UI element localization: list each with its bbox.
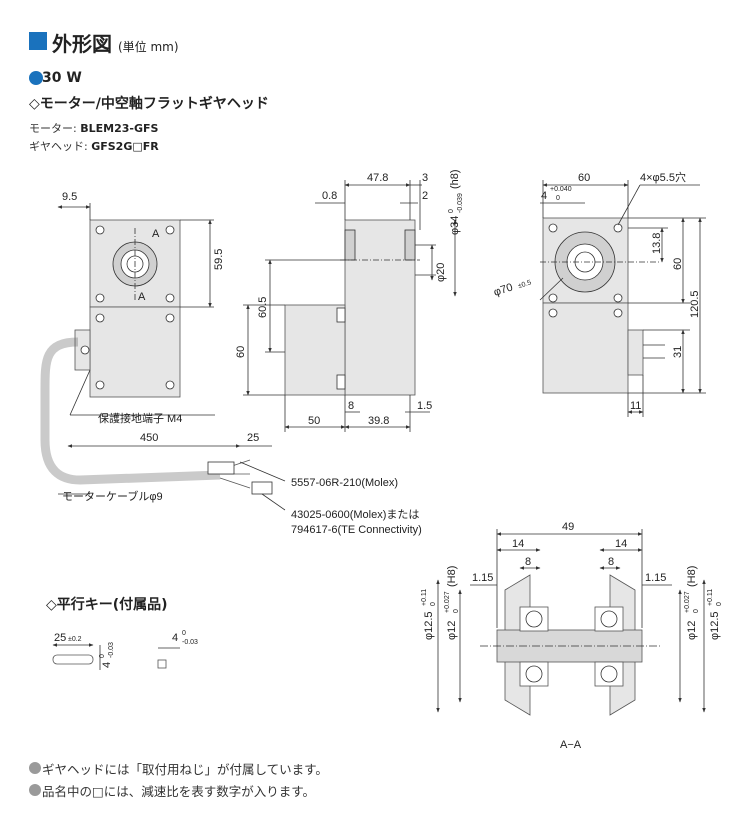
dim-phi34-tol-up: 0 <box>448 209 455 213</box>
note-1: ギヤヘッドには「取付用ねじ」が付属しています。 <box>42 762 328 777</box>
dim-phi12-right: φ12 <box>686 621 698 640</box>
dim-39-8: 39.8 <box>368 415 389 427</box>
svg-text:0: 0 <box>716 602 723 606</box>
gearhead-side <box>344 219 416 396</box>
bullet-dot-icon <box>29 71 43 85</box>
section-marker-top: A <box>152 228 160 240</box>
svg-text:+0.11: +0.11 <box>707 589 714 606</box>
dim-phi20: φ20 <box>435 263 447 282</box>
dim-phi12-left: φ12 <box>446 621 458 640</box>
dim-3: 3 <box>422 172 428 184</box>
svg-text:(H8): (H8) <box>446 566 458 587</box>
key-end-view <box>157 659 167 669</box>
dim-8-side: 8 <box>348 400 354 412</box>
key-height: 4 <box>101 662 113 668</box>
svg-text:+0.027: +0.027 <box>684 591 691 613</box>
svg-text:(H8): (H8) <box>686 566 698 587</box>
unit-label: (単位 mm) <box>118 40 179 54</box>
section-a-a <box>436 529 706 716</box>
ground-terminal-icon <box>80 345 90 355</box>
motor-side <box>284 304 346 396</box>
svg-text:-0.03: -0.03 <box>108 642 115 658</box>
svg-text:0: 0 <box>430 602 437 606</box>
parallel-key-drawing <box>52 643 180 670</box>
dim-phi34-tol-low: -0.039 <box>457 193 464 213</box>
ground-terminal-label: 保護接地端子 M4 <box>98 411 182 425</box>
motor-model: BLEM23-GFS <box>80 122 159 135</box>
key-long-view <box>52 654 94 665</box>
dim-59-5: 59.5 <box>213 249 225 270</box>
page-title: 外形図(単位 mm) <box>52 32 179 56</box>
connector-label-2b: 794617-6(TE Connectivity) <box>291 524 422 536</box>
parallel-key-title: ◇平行キー(付属品) <box>46 597 168 613</box>
svg-text:0: 0 <box>99 654 106 658</box>
motor-cable-label: モーターケーブルφ9 <box>62 489 163 503</box>
dim-2: 2 <box>422 190 428 202</box>
dim-phi12-5-right: φ12.5 <box>709 611 721 640</box>
dim-4-tol-up: +0.040 <box>550 186 572 193</box>
section-label: A−A <box>560 739 582 751</box>
note-bullet-icon <box>29 784 41 796</box>
svg-text:+0.11: +0.11 <box>421 589 428 606</box>
dim-13-8: 13.8 <box>651 233 663 254</box>
gearhead-spec: ギヤヘッド: GFS2G□FR <box>29 140 159 153</box>
title-marker-icon <box>29 32 47 50</box>
dim-25: 25 <box>247 432 259 444</box>
connector-label-1: 5557-06R-210(Molex) <box>291 477 398 489</box>
front-view <box>40 203 286 511</box>
side-view <box>243 180 457 432</box>
dim-phi70: φ70 <box>492 281 514 298</box>
dim-0-8: 0.8 <box>322 190 337 202</box>
dim-8-right: 8 <box>608 556 614 568</box>
dim-9-5: 9.5 <box>62 191 77 203</box>
dim-phi70-tol: ±0.5 <box>517 279 532 290</box>
key-width: 4 <box>172 632 178 644</box>
mount-holes-label: 4×φ5.5穴 <box>640 170 686 184</box>
section-marker-bottom: A <box>138 291 146 303</box>
dim-14-left: 14 <box>512 538 524 550</box>
dim-phi34-fit: (h8) <box>449 169 461 189</box>
key-length-tol: ±0.2 <box>68 636 82 643</box>
motor-rear <box>542 302 629 394</box>
svg-text:+0.027: +0.027 <box>444 591 451 613</box>
note-2: 品名中の□には、減速比を表す数字が入ります。 <box>42 784 316 799</box>
dim-60-rear: 60 <box>672 258 684 270</box>
dim-14-right: 14 <box>615 538 627 550</box>
dim-1-15-right: 1.15 <box>645 572 666 584</box>
dim-60-side: 60 <box>235 346 247 358</box>
dim-47-8: 47.8 <box>367 172 388 184</box>
dim-120-5: 120.5 <box>689 290 701 318</box>
connector-label-2a: 43025-0600(Molex)または <box>291 508 419 521</box>
rear-view <box>539 180 706 417</box>
svg-text:0: 0 <box>453 609 460 613</box>
dim-50: 50 <box>308 415 320 427</box>
svg-text:0: 0 <box>693 609 700 613</box>
dim-4: 4 <box>541 190 547 202</box>
key-width-tol-low: -0.03 <box>182 639 198 646</box>
dim-49: 49 <box>562 521 574 533</box>
dim-4-tol-low: 0 <box>556 195 560 202</box>
motor-cable <box>40 337 221 485</box>
dim-phi34: φ34 <box>449 216 461 235</box>
dim-11: 11 <box>630 400 641 412</box>
key-length: 25 <box>54 632 66 644</box>
dim-60-5: 60.5 <box>257 297 269 318</box>
dim-phi12-5-left: φ12.5 <box>423 611 435 640</box>
model-subtitle: ◇モーター/中空軸フラットギヤヘッド <box>29 96 269 112</box>
note-bullet-icon <box>29 762 41 774</box>
dim-1-15-left: 1.15 <box>472 572 493 584</box>
key-width-tol-up: 0 <box>182 630 186 637</box>
dim-8-left: 8 <box>525 556 531 568</box>
motor-front <box>89 306 181 398</box>
dim-1-5: 1.5 <box>417 400 432 412</box>
power-rating: 30 W <box>42 70 82 86</box>
dim-60-top: 60 <box>578 172 590 184</box>
gearhead-model: GFS2G□FR <box>91 140 159 153</box>
dim-31: 31 <box>672 346 684 358</box>
motor-spec: モーター: BLEM23-GFS <box>29 122 159 135</box>
dim-450: 450 <box>140 432 158 444</box>
